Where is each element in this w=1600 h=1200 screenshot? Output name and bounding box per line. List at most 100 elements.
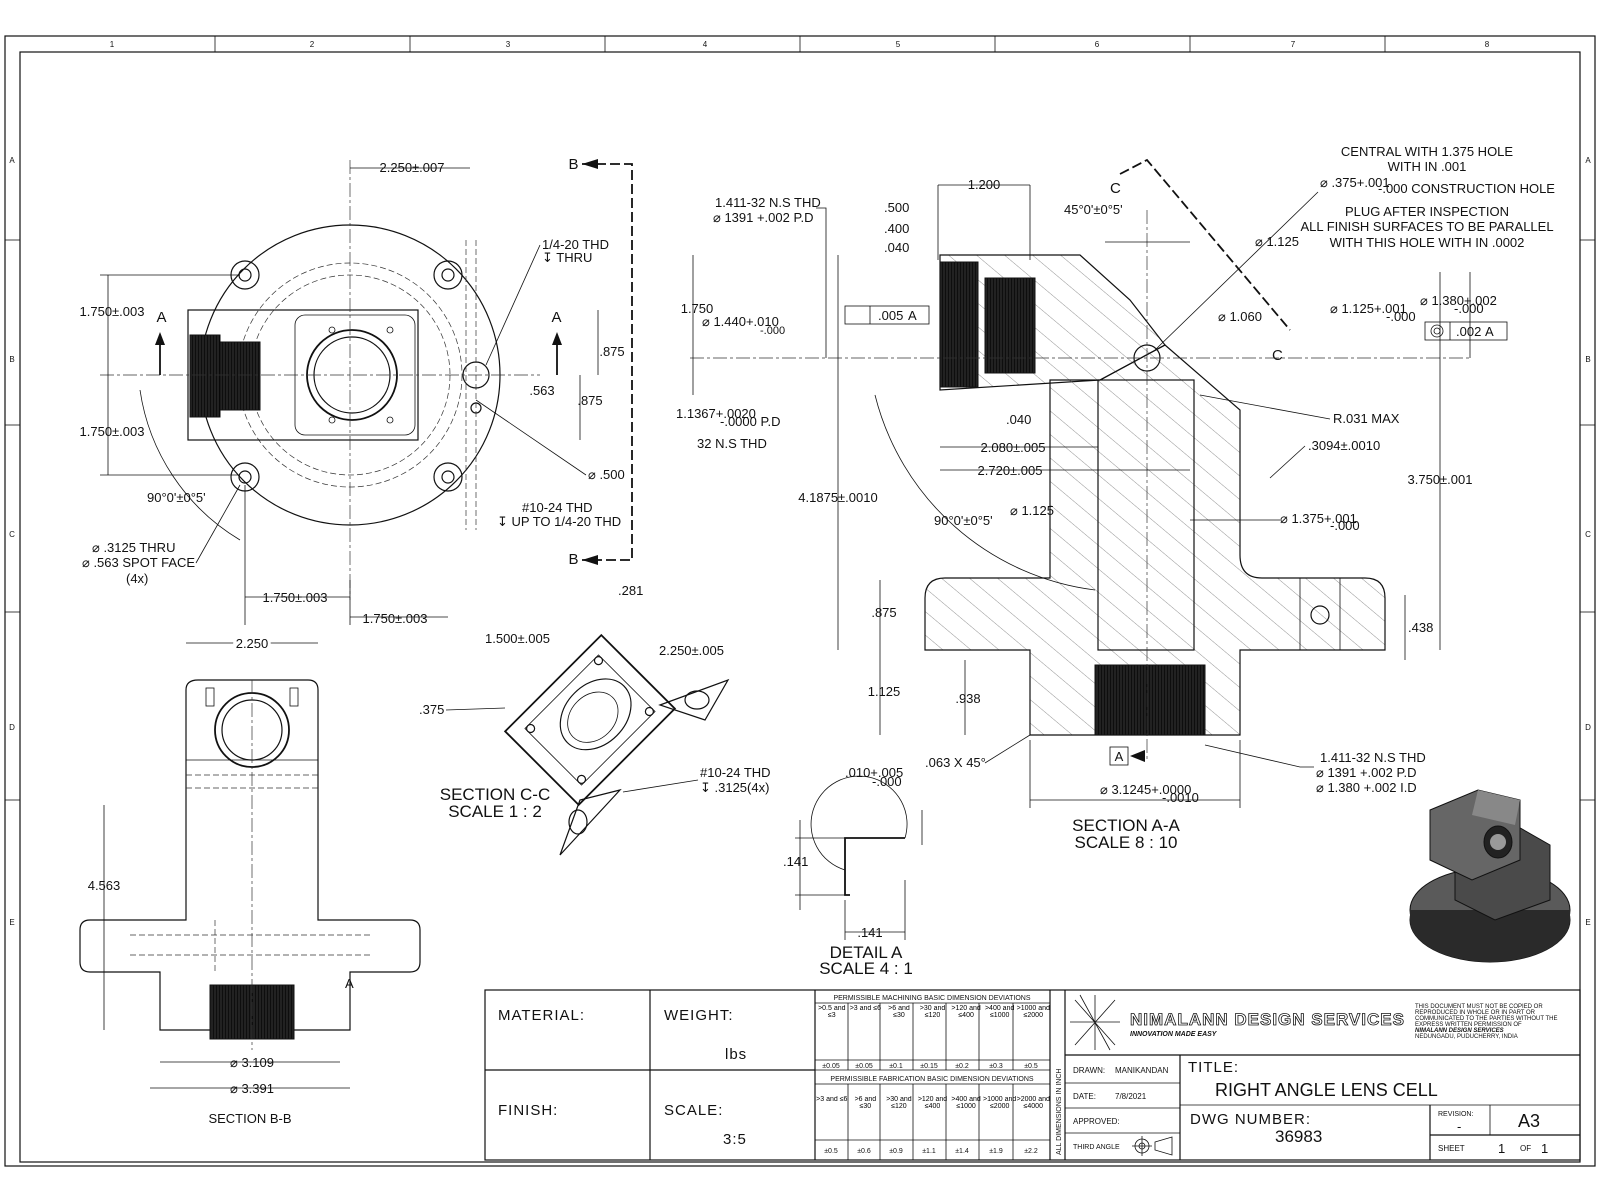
aa-dim-438: .438 — [1408, 620, 1433, 635]
aa-title: SECTION A-A — [1072, 816, 1180, 835]
aa-dim-1125: 1.125 — [868, 684, 901, 699]
machining-tol: ±0.05 — [855, 1063, 873, 1070]
dim-left-lower: 1.750±.003 — [80, 424, 145, 439]
col-label-5: 5 — [896, 40, 901, 49]
tb-weight-label: WEIGHT: — [664, 1007, 734, 1024]
machining-range: >400 and ≤1000 — [984, 1005, 1015, 1019]
aa-dim-1440b: -.000 — [760, 325, 785, 337]
row-label-a-right: A — [1585, 156, 1591, 165]
aa-scale: SCALE 8 : 10 — [1074, 833, 1177, 852]
fabrication-tol: ±1.4 — [955, 1148, 969, 1155]
aa-datum-a: A — [1115, 749, 1124, 764]
dim-bb-4563: 4.563 — [88, 878, 121, 893]
row-label-b-right: B — [1585, 355, 1590, 364]
fabrication-title: PERMISSIBLE FABRICATION BASIC DIMENSION … — [830, 1076, 1033, 1083]
aa-dim-11367: 1.1367+.0020 — [676, 406, 756, 421]
aa-thd-top-a: 1.411-32 N.S THD — [715, 195, 821, 210]
fabrication-range: >120 and ≤400 — [917, 1096, 948, 1110]
detail-dim-010b: -.000 — [872, 774, 902, 789]
aa-fcf-perp — [844, 305, 930, 325]
tb-material-label: MATERIAL: — [498, 1007, 585, 1024]
dim-cc-375: .375 — [419, 702, 444, 717]
row-label-a: A — [9, 156, 15, 165]
dim-cc-1500: 1.500±.005 — [485, 631, 550, 646]
machining-title: PERMISSIBLE MACHINING BASIC DIMENSION DE… — [833, 995, 1030, 1002]
machining-range: >3 and ≤6 — [849, 1005, 882, 1012]
tb-date-value: 7/8/2021 — [1115, 1092, 1147, 1101]
copyright-line: NIMALANN DESIGN SERVICES — [1415, 1028, 1504, 1034]
aa-note-2: WITH IN .001 — [1388, 159, 1467, 174]
aa-dim-2080: 2.080±.005 — [981, 440, 1046, 455]
fabrication-range: >2000 and ≤4000 — [1016, 1096, 1050, 1110]
aa-thd-top-b: ⌀ 1391 +.002 P.D — [713, 210, 813, 225]
dim-dia-500: ⌀ .500 — [588, 467, 625, 482]
aa-dim-11367b: -.0000 P.D — [720, 414, 780, 429]
aa-note-6: WITH THIS HOLE WITH IN .0002 — [1330, 235, 1525, 250]
aa-thd-bot-b: ⌀ 1391 +.002 P.D — [1316, 765, 1416, 780]
aa-dim-400: .400 — [884, 221, 909, 236]
row-label-e: E — [9, 918, 14, 927]
tb-dwg-label: DWG NUMBER: — [1190, 1111, 1311, 1128]
row-label-d-right: D — [1585, 723, 1591, 732]
aa-dim-41875: 4.1875±.0010 — [798, 490, 877, 505]
machining-tol: ±0.05 — [822, 1063, 840, 1070]
aa-note-3: ⌀ .375+.001 — [1320, 175, 1390, 190]
aa-note-4: PLUG AFTER INSPECTION — [1345, 204, 1509, 219]
note-1024-thd: #10-24 THD — [522, 500, 593, 515]
aa-note-1: CENTRAL WITH 1.375 HOLE — [1341, 144, 1514, 159]
aa-dim-1375b: -.000 — [1330, 518, 1360, 533]
col-label-2: 2 — [310, 40, 315, 49]
tb-of-value: 1 — [1541, 1141, 1548, 1156]
note-1024-depth: ↧ UP TO 1/4-20 THD — [497, 514, 621, 529]
aa-dim-1200: 1.200 — [968, 177, 1001, 192]
aa-datum-box — [1109, 746, 1129, 766]
copyright-line: NEDUNGADU, PUDUCHERRY, INDIA — [1415, 1034, 1518, 1040]
dim-563: .563 — [529, 383, 554, 398]
aa-dim-1125top: ⌀ 1.125 — [1255, 234, 1299, 249]
tb-all-dims: ALL DIMENSIONS IN INCH — [1056, 1069, 1063, 1155]
tb-date-label: DATE: — [1073, 1092, 1096, 1101]
aa-dim-040: .040 — [884, 240, 909, 255]
tb-approved-label: APPROVED: — [1073, 1117, 1120, 1126]
row-label-c: C — [9, 530, 15, 539]
note-hole-count: (4x) — [126, 571, 148, 586]
fabrication-tol: ±2.2 — [1024, 1148, 1038, 1155]
tb-title-label: TITLE: — [1188, 1059, 1239, 1076]
aa-r031: R.031 MAX — [1333, 411, 1400, 426]
tb-title-value: RIGHT ANGLE LENS CELL — [1215, 1080, 1438, 1100]
copyright-line: EXPRESS WRITTEN PERMISSION OF — [1415, 1022, 1522, 1028]
detail-dim-141a: .141 — [783, 854, 808, 869]
machining-table: PERMISSIBLE MACHINING BASIC DIMENSION DE… — [815, 995, 1050, 1071]
dim-875-a: .875 — [599, 344, 624, 359]
note-cc-depth: ↧ .3125(4x) — [700, 780, 769, 795]
detail-title: DETAIL A — [830, 943, 903, 962]
aa-dim-1375: ⌀ 1.375+.001 — [1280, 511, 1357, 526]
aa-fcf2-ref: A — [1485, 324, 1494, 339]
tb-drawn-value: MANIKANDAN — [1115, 1066, 1169, 1075]
note-hole-thru: ⌀ .3125 THRU — [92, 540, 175, 555]
company-tagline: INNOVATION MADE EASY — [1130, 1031, 1218, 1038]
aa-dim-angle90: 90°0'±0°5' — [934, 513, 993, 528]
copyright-line: THIS DOCUMENT MUST NOT BE COPIED OR — [1415, 1004, 1543, 1010]
dim-bb-3391: ⌀ 3.391 — [230, 1081, 274, 1096]
dim-bb-3109: ⌀ 3.109 — [230, 1055, 274, 1070]
tb-of-label: OF — [1520, 1144, 1531, 1153]
aa-dim-3125: ⌀ 3.1245+.0000 — [1100, 782, 1191, 797]
aa-dim-1060: ⌀ 1.060 — [1218, 309, 1262, 324]
aa-dim-1750: 1.750 — [681, 301, 714, 316]
column-zones: 1 2 3 4 5 6 7 8 — [110, 36, 1490, 52]
aa-dim-1380: ⌀ 1.380+.002 — [1420, 293, 1497, 308]
section-b-bottom: B — [568, 551, 579, 568]
fabrication-tol: ±1.9 — [989, 1148, 1003, 1155]
aa-dim-500: .500 — [884, 200, 909, 215]
bolt-hole — [433, 260, 463, 290]
tb-scale-label: SCALE: — [664, 1102, 723, 1119]
machining-tol: ±0.15 — [920, 1063, 938, 1070]
machining-range: >0.5 and ≤3 — [818, 1005, 846, 1019]
aa-dim-875: .875 — [871, 605, 896, 620]
aa-dim-938: .938 — [955, 691, 980, 706]
aa-dim-1440: ⌀ 1.440+.010 — [702, 314, 779, 329]
tb-dwg-value: 36983 — [1275, 1127, 1322, 1146]
aa-dim-angle45: 45°0'±0°5' — [1064, 202, 1123, 217]
